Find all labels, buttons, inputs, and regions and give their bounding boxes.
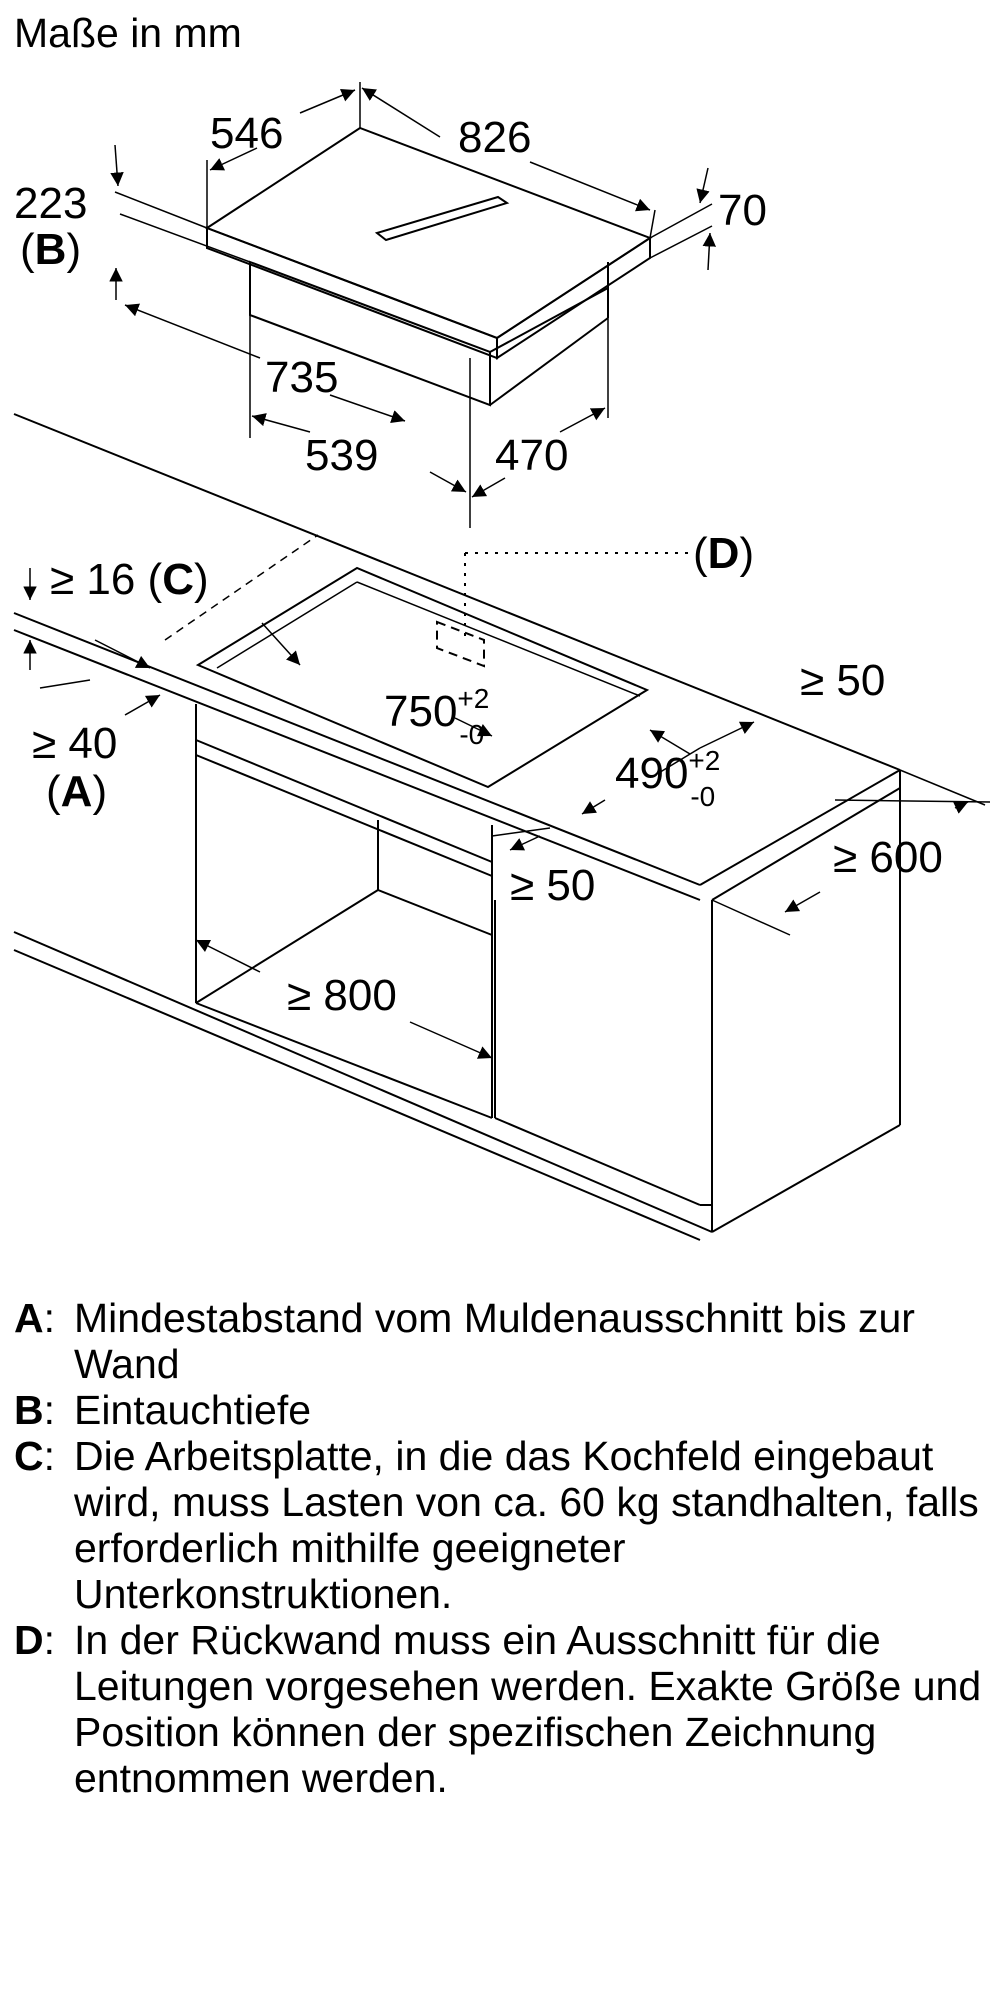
dimension-min40: ≥ 40 <box>32 719 117 768</box>
worktop-reference-dashed <box>164 534 319 641</box>
dimension-min600: ≥ 600 <box>833 833 943 882</box>
reference-b: (B) <box>20 225 81 274</box>
dimension-735: 735 <box>265 353 338 402</box>
cooktop-cutout <box>195 566 650 789</box>
dimension-min50-back: ≥ 50 <box>800 656 885 705</box>
countertop <box>13 413 901 901</box>
legend-text-b: Eintauchtiefe <box>74 1387 312 1433</box>
dimension-min16: ≥ 16 (C) <box>50 555 209 604</box>
legend-item-c: C: Die Arbeitsplatte, in die das Kochfel… <box>14 1433 994 1617</box>
legend-text-d: In der Rückwand muss ein Ausschnitt für … <box>74 1617 982 1801</box>
cabinet <box>13 704 901 1241</box>
dimension-750: 750+2-0 <box>384 683 489 750</box>
dimension-min50-front: ≥ 50 <box>510 861 595 910</box>
cooktop-top-surface <box>204 126 653 340</box>
dimension-70: 70 <box>718 186 767 235</box>
cooktop-extension-lines <box>114 82 713 528</box>
dimension-223: 223 <box>14 179 87 228</box>
dimension-470: 470 <box>495 431 568 480</box>
wall-cutout-marker <box>436 552 693 668</box>
dimension-min800: ≥ 800 <box>287 971 397 1020</box>
legend-item-d: D: In der Rückwand muss ein Ausschnitt f… <box>14 1617 994 1801</box>
dimension-539: 539 <box>305 431 378 480</box>
dimension-546: 546 <box>210 109 283 158</box>
reference-a: (A) <box>46 767 107 816</box>
reference-d: (D) <box>693 529 754 578</box>
dimension-490: 490+2-0 <box>615 745 720 812</box>
legend-item-b: B: Eintauchtiefe <box>14 1387 994 1433</box>
legend: A: Mindestabstand vom Muldenausschnitt b… <box>14 1295 994 1801</box>
cooktop-vent-slot <box>374 195 510 242</box>
legend-text-c: Die Arbeitsplatte, in die das Kochfeld e… <box>74 1433 979 1617</box>
dimension-826: 826 <box>458 113 531 162</box>
legend-text-a: Mindestabstand vom Muldenausschnitt bis … <box>74 1295 915 1387</box>
installation-drawing: 546 826 223 (B) 70 735 539 470 (D) ≥ 16 … <box>13 82 991 1241</box>
page-title: Maße in mm <box>14 10 242 56</box>
legend-item-a: A: Mindestabstand vom Muldenausschnitt b… <box>14 1295 994 1387</box>
installation-dimension-lines <box>23 568 991 1059</box>
cooktop-dimension-lines <box>109 87 717 498</box>
cooktop-side-edge <box>496 236 651 360</box>
